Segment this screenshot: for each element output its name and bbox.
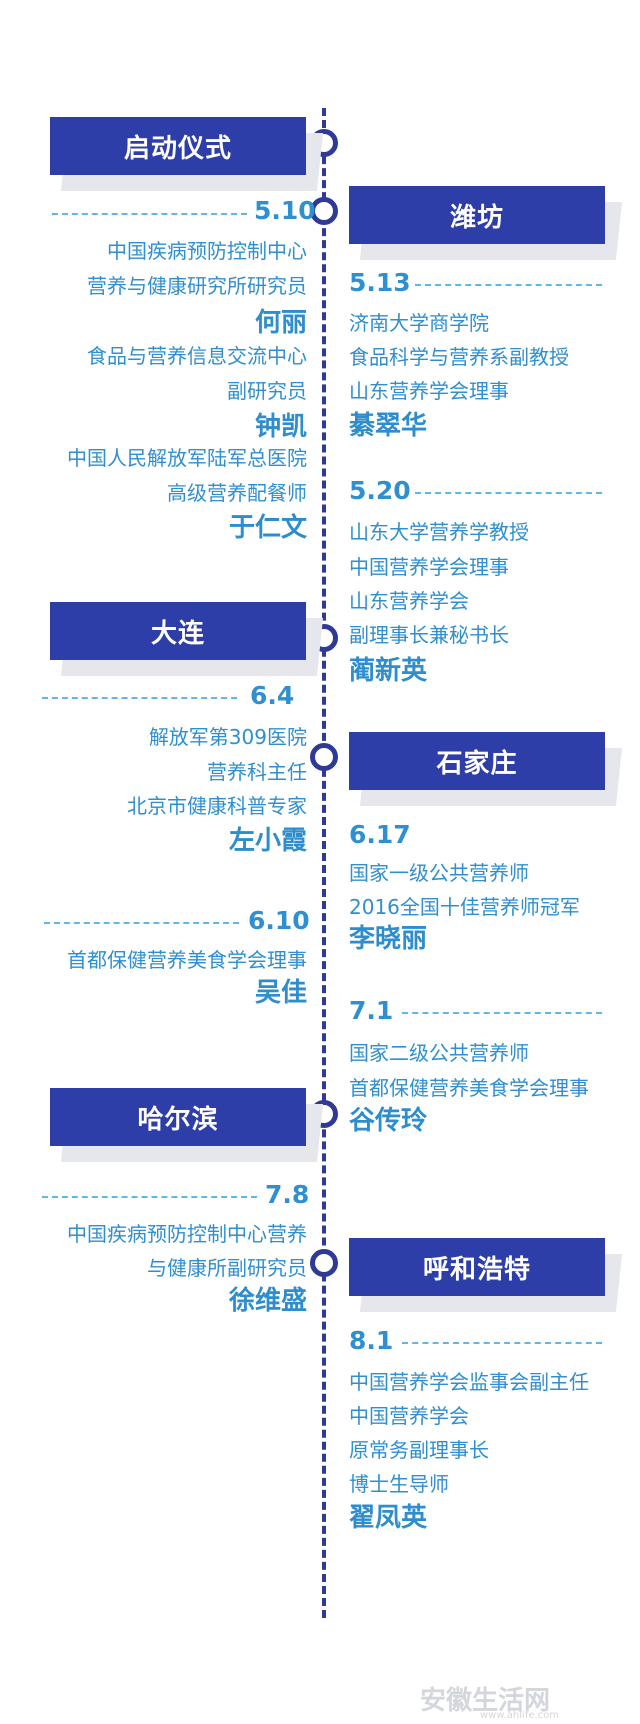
section-banner-huhehaote: 呼和浩特 <box>349 1238 623 1312</box>
entry-line: 博士生导师 <box>349 1472 449 1496</box>
entry-line: 副研究员 <box>227 379 307 403</box>
entry-line: 中国营养学会理事 <box>349 555 509 579</box>
entry-name: 蔺新英 <box>349 656 428 686</box>
entry-line: 中国疾病预防控制中心 <box>107 239 307 263</box>
entry-line: 山东营养学会 <box>349 589 469 613</box>
entry-line: 副理事长兼秘书长 <box>349 623 509 647</box>
section-banner-launch: 启动仪式 <box>50 117 324 191</box>
section-banner-weifang: 潍坊 <box>349 186 623 260</box>
entry-line: 营养与健康研究所研究员 <box>87 274 307 298</box>
entry-line: 首都保健营养美食学会理事 <box>67 948 307 972</box>
entry-line: 济南大学商学院 <box>349 311 489 335</box>
section-banner-shijiazhuang: 石家庄 <box>349 732 623 806</box>
entry-line: 解放军第309医院 <box>148 725 307 749</box>
entry-line: 食品科学与营养系副教授 <box>349 345 569 369</box>
date-divider <box>415 284 602 286</box>
entry-name: 李晓丽 <box>349 924 428 954</box>
date-divider <box>415 492 602 494</box>
entry-line: 与健康所副研究员 <box>147 1256 307 1280</box>
section-banner-haerbin: 哈尔滨 <box>50 1088 324 1162</box>
entry-name: 綦翠华 <box>349 411 428 441</box>
entry-date: 6.4 <box>250 681 295 710</box>
banner-title: 石家庄 <box>349 732 605 790</box>
date-divider <box>402 1342 602 1344</box>
date-divider <box>52 213 247 215</box>
entry-line: 中国营养学会监事会副主任 <box>349 1370 589 1394</box>
date-divider <box>42 1196 257 1198</box>
entry-date: 7.1 <box>349 996 394 1025</box>
entry-name: 徐维盛 <box>228 1286 307 1316</box>
entry-line: 首都保健营养美食学会理事 <box>349 1076 589 1100</box>
date-divider <box>402 1012 602 1014</box>
timeline-node <box>310 743 338 771</box>
banner-title: 哈尔滨 <box>50 1088 306 1146</box>
timeline-axis <box>322 108 326 1618</box>
section-banner-dalian: 大连 <box>50 602 324 676</box>
entry-line: 中国人民解放军陆军总医院 <box>67 446 307 470</box>
watermark-logo: 安徽生活网 <box>420 1686 551 1716</box>
entry-date: 8.1 <box>349 1326 394 1355</box>
banner-title: 潍坊 <box>349 186 605 244</box>
entry-name: 翟凤英 <box>349 1503 428 1533</box>
entry-date: 6.17 <box>349 820 411 849</box>
banner-title: 呼和浩特 <box>349 1238 605 1296</box>
date-divider <box>42 697 237 699</box>
watermark-url: www.ahlife.com <box>480 1710 560 1721</box>
entry-line: 北京市健康科普专家 <box>127 794 307 818</box>
banner-title: 启动仪式 <box>50 117 306 175</box>
entry-name: 左小霞 <box>228 826 307 856</box>
entry-name: 何丽 <box>254 308 307 338</box>
banner-title: 大连 <box>50 602 306 660</box>
entry-line: 中国疾病预防控制中心营养 <box>67 1222 307 1246</box>
entry-name: 于仁文 <box>228 513 307 543</box>
timeline-node <box>310 1249 338 1277</box>
entry-date: 7.8 <box>265 1180 310 1209</box>
entry-line: 营养科主任 <box>207 760 307 784</box>
entry-line: 国家二级公共营养师 <box>349 1041 529 1065</box>
entry-name: 钟凯 <box>254 412 307 442</box>
entry-line: 国家一级公共营养师 <box>349 861 529 885</box>
entry-date: 6.10 <box>248 906 310 935</box>
entry-line: 高级营养配餐师 <box>167 481 307 505</box>
entry-line: 山东大学营养学教授 <box>349 520 529 544</box>
entry-date: 5.10 <box>254 196 316 225</box>
timeline-node <box>310 197 338 225</box>
entry-date: 5.13 <box>349 268 411 297</box>
entry-date: 5.20 <box>349 476 411 505</box>
entry-line: 山东营养学会理事 <box>349 379 509 403</box>
date-divider <box>44 922 239 924</box>
entry-line: 食品与营养信息交流中心 <box>87 344 307 368</box>
entry-name: 吴佳 <box>254 978 307 1008</box>
entry-line: 原常务副理事长 <box>349 1438 489 1462</box>
entry-line: 2016全国十佳营养师冠军 <box>349 895 580 919</box>
entry-line: 中国营养学会 <box>349 1404 469 1428</box>
entry-name: 谷传玲 <box>349 1106 428 1136</box>
